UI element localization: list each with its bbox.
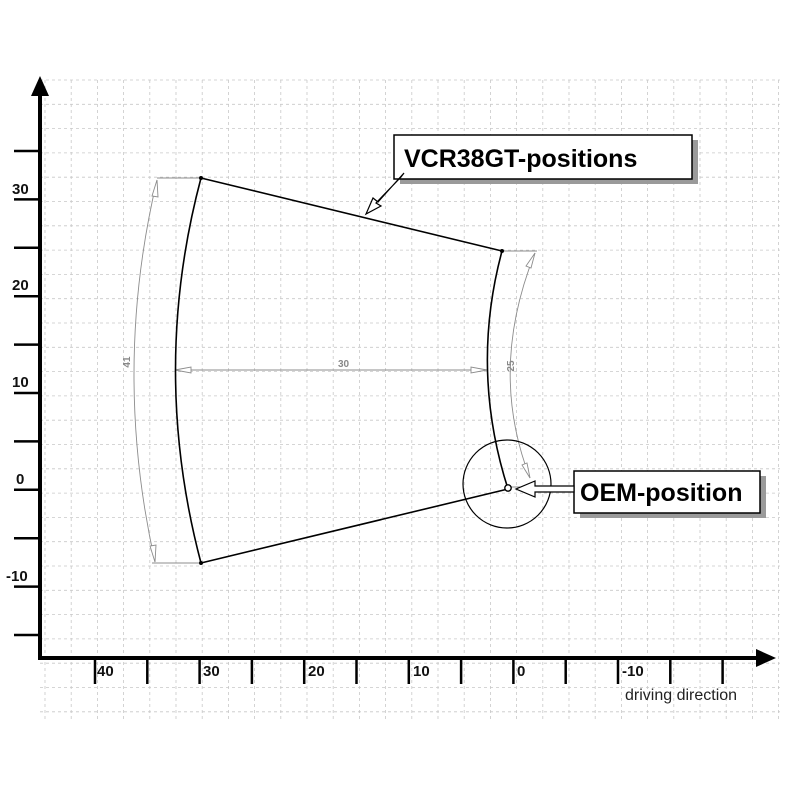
region-left-arc [174, 177, 202, 564]
x-axis-ticks [93, 658, 724, 684]
oem-highlight-circle [462, 439, 552, 529]
corner-point-top-left [199, 176, 203, 180]
corner-point-bottom-left [199, 561, 203, 565]
oem-position-point [504, 484, 512, 492]
right-arc-arrow-bottom [521, 462, 531, 479]
y-tick-label: 10 [12, 374, 29, 391]
vcr-callout: VCR38GT-positions [364, 134, 698, 216]
y-axis-ticks [14, 149, 40, 637]
right-arc-arrow-top [525, 252, 536, 269]
position-region [174, 177, 509, 564]
x-tick-label: 20 [308, 663, 325, 680]
grid-minor-lines [40, 79, 780, 720]
right-arc-dimension [509, 252, 536, 479]
left-arc-dimension-label: 41 [122, 356, 133, 368]
left-arc-dimension [133, 179, 158, 563]
x-tick-label: 40 [97, 663, 114, 680]
x-axis-caption: driving direction [625, 687, 737, 704]
oem-callout-box [573, 470, 761, 514]
vcr-callout-box [393, 134, 693, 180]
x-tick-label: 30 [203, 663, 220, 680]
y-tick-label: -10 [6, 568, 28, 585]
y-tick-label: 20 [12, 277, 29, 294]
y-axis-arrowhead [31, 76, 49, 96]
oem-callout: OEM-position [514, 470, 766, 518]
vcr-callout-label: VCR38GT-positions [404, 145, 637, 173]
region-top-edge [200, 177, 503, 252]
right-arc-dimension-label: 25 [506, 360, 517, 372]
x-axis-arrowhead [756, 649, 776, 667]
axes [14, 76, 776, 684]
oem-callout-label: OEM-position [580, 479, 742, 507]
width-dimension-label: 30 [338, 359, 350, 370]
x-tick-label: -10 [622, 663, 644, 680]
width-dimension-arrow-right [470, 366, 488, 374]
region-right-arc [486, 250, 509, 490]
grid [40, 79, 780, 720]
width-dimension-arrow-left [174, 366, 192, 374]
dimension-annotations [133, 177, 537, 564]
x-tick-label: 10 [413, 663, 430, 680]
vcr-callout-arrow [364, 172, 405, 216]
oem-callout-arrow [514, 480, 575, 498]
corner-point-top-right [500, 249, 504, 253]
y-tick-label: 0 [16, 471, 24, 488]
region-bottom-edge [200, 488, 509, 564]
y-tick-label: 30 [12, 181, 29, 198]
left-arc-arrow-top [151, 179, 159, 198]
left-arc-arrow-bottom [149, 544, 157, 563]
x-tick-label: 0 [517, 663, 525, 680]
